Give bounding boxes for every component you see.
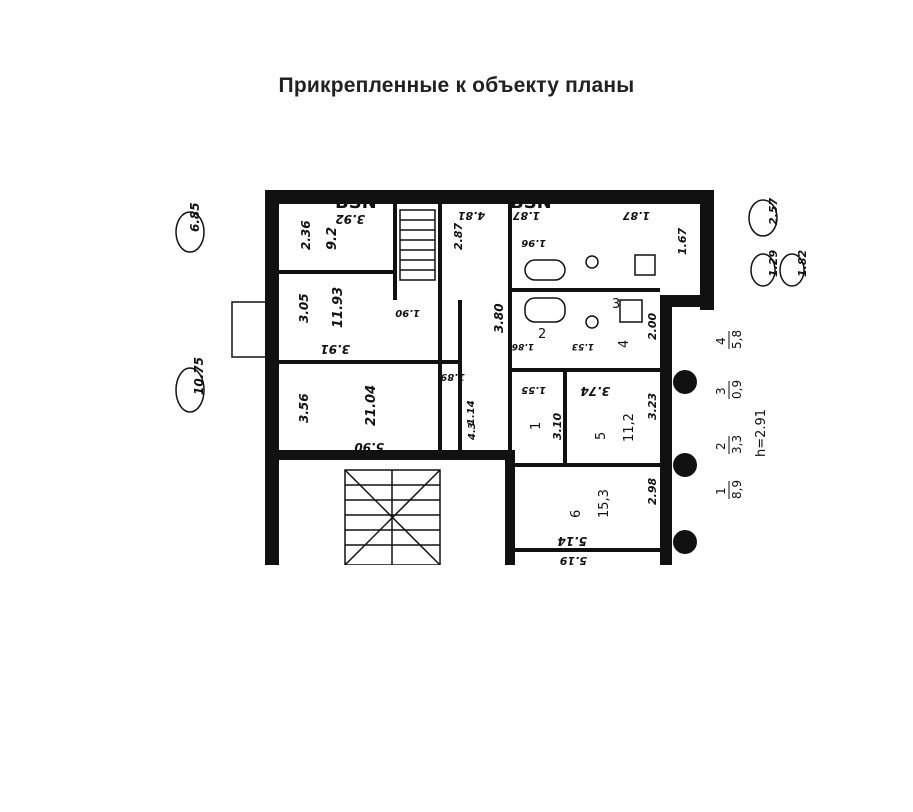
legend-1-area: 8,9 xyxy=(730,480,744,499)
room-6-number: 6 xyxy=(569,510,584,518)
dim-190: 1.90 xyxy=(395,307,420,318)
dim-298: 2.98 xyxy=(646,478,659,505)
legend-3-area: 0,9 xyxy=(730,380,744,399)
dim-519: 5.19 xyxy=(560,554,587,565)
dim-236: 2.36 xyxy=(299,220,313,250)
dim-92: 9.2 xyxy=(325,227,340,250)
room-4-number: 4 xyxy=(617,340,632,348)
wall-step xyxy=(660,295,714,307)
dim-287: 2.87 xyxy=(452,223,465,250)
legend-2-number: 2 xyxy=(714,442,728,450)
legend-4-number: 4 xyxy=(714,337,728,345)
dim-155: 1.55 xyxy=(521,384,546,395)
room-3-number: 3 xyxy=(612,297,620,312)
dim-1193: 11.93 xyxy=(331,287,346,328)
legend-4-area: 5,8 xyxy=(730,330,744,349)
dim-380: 3.80 xyxy=(492,303,506,333)
dim-196: 1.96 xyxy=(521,237,546,248)
window-bays xyxy=(673,370,697,554)
room-numbers: 1 2 3 4 5 11,2 6 15,3 xyxy=(529,297,637,518)
room-2-number: 2 xyxy=(538,327,546,342)
legend-1-number: 1 xyxy=(714,487,728,495)
dim-323: 3.23 xyxy=(646,393,659,420)
annotation-circle-left-bottom: 10.75 xyxy=(192,357,206,395)
dim-43: 4.3 xyxy=(467,422,478,441)
legend-item-1: 1 8,9 xyxy=(714,480,744,499)
annotation-circle-right-b1: 1.29 xyxy=(767,250,780,277)
wall-left xyxy=(265,190,279,565)
dim-305: 3.05 xyxy=(297,293,311,323)
wall-right-upper xyxy=(700,190,714,310)
room-5-area: 11,2 xyxy=(622,413,637,442)
legend-item-3: 3 0,9 xyxy=(714,380,744,399)
legend-height: h=2.91 xyxy=(754,409,769,457)
room-1-number: 1 xyxy=(529,422,544,430)
dim-310: 3.10 xyxy=(551,413,564,440)
dim-189: 1.89 xyxy=(440,371,465,382)
dim-167: 1.67 xyxy=(676,228,689,255)
legend-item-2: 2 3,3 xyxy=(714,435,744,454)
dim-590: 5.90 xyxy=(354,440,384,454)
dimension-labels: 2.36 3.92 9.2 3.05 11.93 3.91 1.90 3.80 … xyxy=(297,209,689,565)
circled-annotations xyxy=(175,199,805,413)
stair-lower xyxy=(344,469,441,565)
annotation-circle-left-top: 6.85 xyxy=(188,202,202,232)
floor-plan: BSN RU BSN RU xyxy=(160,150,860,565)
dim-481: 4.81 xyxy=(458,209,486,222)
fixtures xyxy=(524,254,656,329)
dim-374: 3.74 xyxy=(580,384,610,398)
area-legend: 1 8,9 2 3,3 3 0,9 4 5,8 h=2.91 xyxy=(714,330,769,499)
sink-lower xyxy=(585,315,599,329)
balcony xyxy=(231,301,267,358)
dim-153: 1.53 xyxy=(572,341,594,351)
legend-3-number: 3 xyxy=(714,387,728,395)
wall-stair-top xyxy=(265,450,505,460)
dim-114: 1.14 xyxy=(466,400,477,425)
annotation-circle-right-b2: 1.82 xyxy=(796,250,809,277)
legend-item-4: 4 5,8 xyxy=(714,330,744,349)
dim-200: 2.00 xyxy=(646,313,659,340)
dim-186: 1.86 xyxy=(512,341,534,351)
dim-187a: 1.87 xyxy=(513,209,540,222)
page-title: Прикрепленные к объекту планы xyxy=(278,74,635,97)
dim-392: 3.92 xyxy=(335,212,365,226)
sink-upper xyxy=(585,255,599,269)
room-6-area: 15,3 xyxy=(597,489,612,518)
stove-lower xyxy=(619,299,643,323)
wall-top xyxy=(265,190,710,204)
floor-plan-drawing: BSN RU BSN RU xyxy=(175,190,809,565)
dim-514: 5.14 xyxy=(557,534,587,548)
stove-upper xyxy=(634,254,656,276)
annotation-circle-right-top: 2.57 xyxy=(767,198,780,225)
dim-356: 3.56 xyxy=(297,393,311,423)
dim-391: 3.91 xyxy=(320,342,350,356)
room-5-number: 5 xyxy=(594,432,609,440)
bathtub-lower xyxy=(524,297,566,323)
interior-walls xyxy=(279,204,660,565)
bathtub-upper xyxy=(524,259,566,281)
wall-right-lower xyxy=(660,295,672,565)
dim-2104: 21.04 xyxy=(364,385,379,426)
dim-187b: 1.87 xyxy=(623,209,650,222)
stair-upper xyxy=(399,209,436,281)
legend-2-area: 3,3 xyxy=(730,435,744,454)
